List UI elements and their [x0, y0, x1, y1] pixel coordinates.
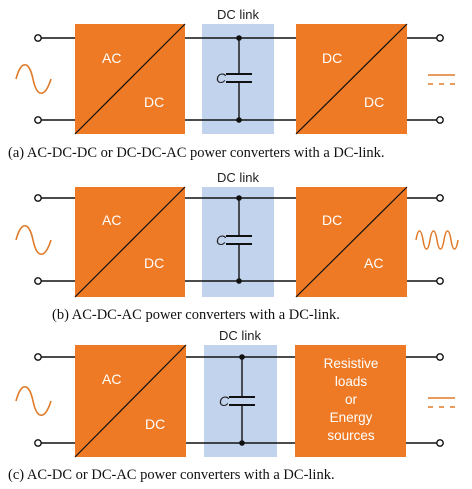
- block-b2-bottom-label: AC: [364, 255, 383, 271]
- dc-link-label-c: DC link: [219, 328, 261, 343]
- dc-link-band-c: [204, 345, 277, 457]
- block-b2-top-label: DC: [322, 212, 342, 228]
- load-label-line-1: Resistive: [324, 356, 379, 371]
- dc-symbol-icon: [428, 74, 455, 85]
- block-c1-top-label: AC: [102, 371, 121, 387]
- dc-link-label-b: DC link: [217, 170, 259, 185]
- dc-link-label-a: DC link: [217, 7, 259, 22]
- load-label-line-2: loads: [335, 374, 368, 389]
- sine-wave-icon: [15, 385, 52, 417]
- panel-c: DC link C AC DC: [8, 328, 455, 483]
- converter-block-c1: AC DC: [74, 344, 187, 458]
- block-a2-top-label: DC: [322, 50, 342, 66]
- block-a1-bottom-label: DC: [144, 94, 164, 110]
- terminals-b: [34, 194, 444, 285]
- terminals-a: [34, 34, 444, 124]
- block-a1-top-label: AC: [102, 50, 121, 66]
- caption-a: (a) AC-DC-DC or DC-DC-AC power converter…: [8, 145, 385, 161]
- junction-dot-a-bottom: [236, 117, 242, 123]
- dc-link-band-a: [202, 24, 274, 134]
- load-label-line-3: or: [345, 392, 358, 407]
- block-c1-bottom-label: DC: [145, 416, 165, 432]
- junction-dot-a-top: [236, 35, 242, 41]
- dc-symbol-icon: [428, 397, 455, 408]
- sine-wave-icon: [15, 224, 52, 256]
- load-label-line-5: sources: [327, 428, 375, 443]
- block-b1-bottom-label: DC: [144, 255, 164, 271]
- panel-b: DC link C AC DC: [15, 170, 459, 323]
- panel-a: DC link C AC: [8, 7, 455, 161]
- junction-dot-b-top: [236, 195, 242, 201]
- wires-b: [41, 197, 437, 282]
- load-block-c2: Resistive loads or Energy sources: [295, 345, 406, 457]
- capacitor-label-b: C: [216, 232, 227, 248]
- load-label-line-4: Energy: [330, 410, 373, 425]
- capacitor-label-a: C: [216, 70, 227, 86]
- block-b1-top-label: AC: [102, 212, 121, 228]
- high-frequency-wave-icon: [415, 230, 459, 250]
- converter-block-b2: DC AC: [295, 186, 408, 298]
- caption-b: (b) AC-DC-AC power converters with a DC-…: [52, 307, 340, 323]
- converter-block-a2: DC DC: [295, 23, 408, 135]
- sine-wave-icon: [15, 63, 52, 95]
- terminals-c: [34, 353, 444, 447]
- capacitor-label-c: C: [219, 393, 230, 409]
- converter-block-b1: AC DC: [74, 186, 186, 298]
- junction-dot-b-bottom: [236, 278, 242, 284]
- junction-dot-c-bottom: [239, 440, 245, 446]
- junction-dot-c-top: [239, 354, 245, 360]
- converter-block-a1: AC DC: [74, 23, 186, 135]
- caption-c: (c) AC-DC or DC-AC power converters with…: [8, 467, 335, 483]
- block-a2-bottom-label: DC: [364, 94, 384, 110]
